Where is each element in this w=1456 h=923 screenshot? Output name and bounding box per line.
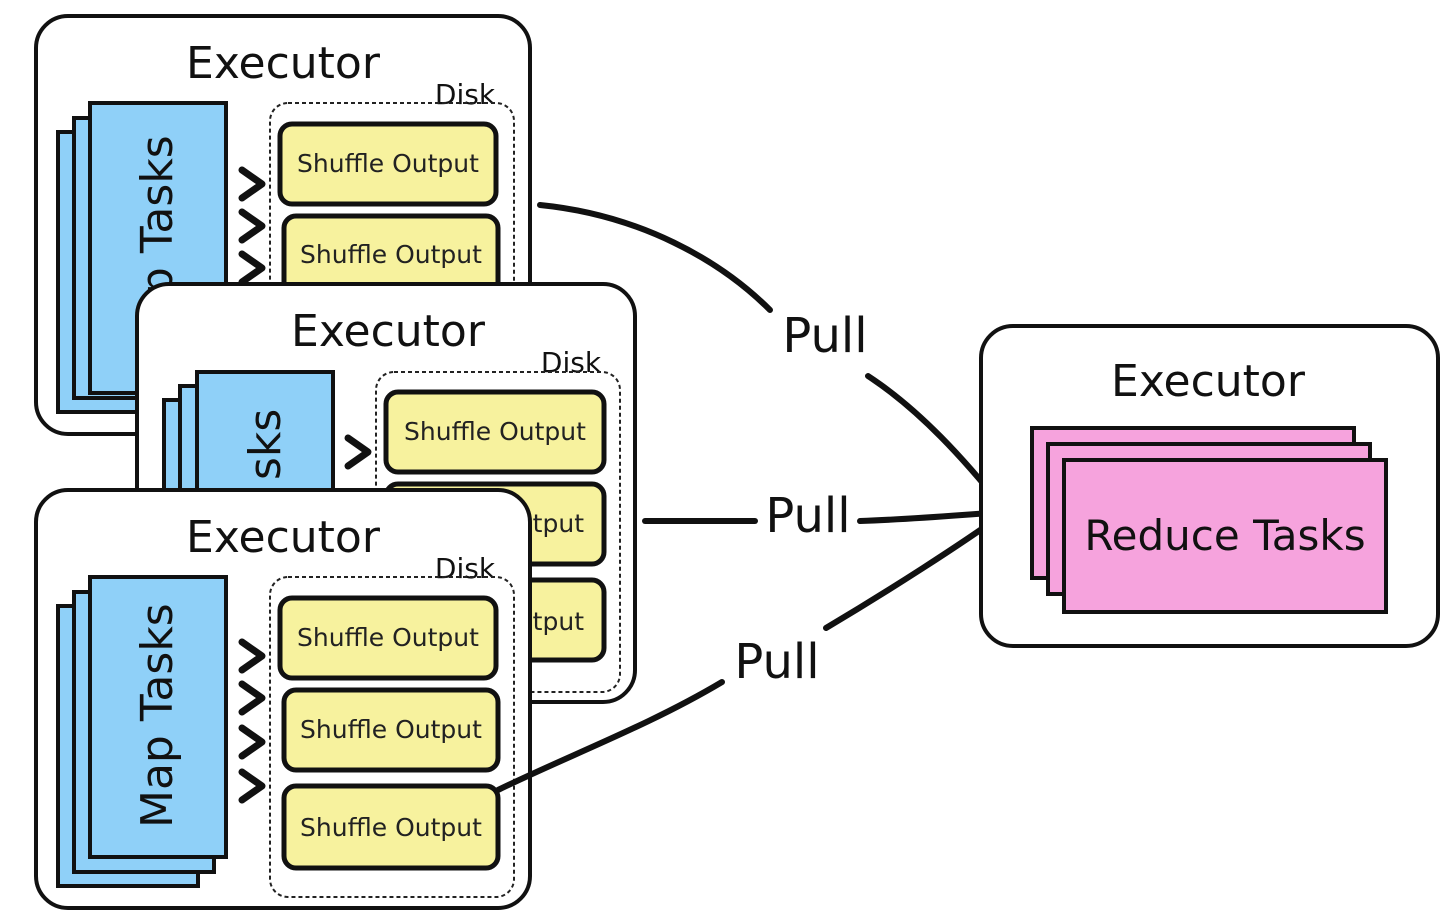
chevron-right-icon	[238, 166, 266, 202]
executor-front-map-tasks: Map Tasks	[56, 575, 228, 888]
pull-line-top	[537, 202, 773, 313]
executor-front-map-label: Map Tasks	[132, 603, 183, 828]
map-task-sheet	[195, 370, 335, 494]
executor-reduce-tasks: Reduce Tasks	[1030, 426, 1388, 614]
pull-label-bottom: Pull	[734, 634, 819, 690]
executor-front-disk-label: Disk	[435, 552, 496, 585]
chevron-right-icon	[238, 724, 266, 760]
shuffle-output-box	[281, 783, 501, 871]
chevron-right-icon	[238, 680, 266, 716]
pull-line-bottom	[495, 679, 725, 793]
pull-connectors: Pull Pull Pull	[495, 202, 1009, 793]
executor-front-title: Executor	[186, 512, 381, 563]
executor-front-disk-area	[269, 576, 515, 898]
pull-label-middle: Pull	[765, 488, 850, 544]
executor-middle-map-label: sks	[240, 409, 291, 480]
executor-front-outputs: Shuffle Output Shuffle Output Shuffle Ou…	[277, 595, 501, 871]
chevron-right-icon	[344, 434, 372, 470]
shuffle-output-box	[277, 595, 499, 681]
shuffle-output-label: Shuffle Output	[404, 417, 586, 446]
executor-middle-disk-label: Disk	[541, 346, 602, 379]
chevron-right-icon	[238, 638, 266, 674]
executor-middle-map-tasks: sks	[162, 370, 335, 502]
chevron-right-icon	[238, 208, 266, 244]
pull-label-top: Pull	[782, 308, 867, 364]
shuffle-output-label: Shuffle Output	[297, 149, 479, 178]
reduce-tasks-label: Reduce Tasks	[1084, 511, 1365, 560]
shuffle-output-label: Shuffle Output	[300, 813, 482, 842]
chevron-right-icon	[238, 250, 266, 286]
shuffle-output-label: Shuffle Output	[300, 715, 482, 744]
executor-back-disk-label: Disk	[435, 78, 496, 111]
executor-reduce: Executor Reduce Tasks	[979, 324, 1440, 648]
shuffle-output-box	[277, 121, 499, 207]
executor-front: Executor Disk Map Tasks Shuffle Output S…	[34, 488, 532, 910]
map-task-sheet	[88, 575, 228, 859]
shuffle-output-box	[281, 687, 501, 773]
executor-back-title: Executor	[186, 38, 381, 89]
chevron-right-icon	[238, 768, 266, 804]
shuffle-output-label: Shuffle Output	[297, 623, 479, 652]
executor-front-arrows	[238, 638, 266, 804]
shuffle-output-box	[383, 389, 607, 475]
executor-middle-title: Executor	[291, 306, 486, 357]
shuffle-output-label: tput	[533, 607, 585, 636]
executor-reduce-title: Executor	[1111, 356, 1306, 407]
shuffle-output-label: Shuffle Output	[300, 240, 482, 269]
executor-back-arrows	[238, 166, 266, 286]
reduce-task-sheet	[1062, 458, 1388, 614]
